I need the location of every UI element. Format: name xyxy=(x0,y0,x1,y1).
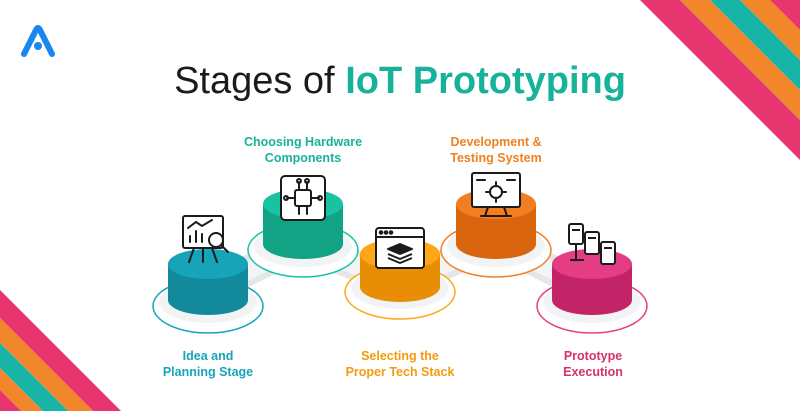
circuit-chip-icon xyxy=(280,175,326,221)
stage-label-5: Prototype Execution xyxy=(563,349,623,379)
presentation-chart-icon xyxy=(182,215,229,263)
title-lead: Stages of xyxy=(174,60,335,102)
page-title: Stages of IoT Prototyping xyxy=(0,60,800,103)
stage-label-3: Selecting the Proper Tech Stack xyxy=(345,349,455,379)
stage-cylinder-1 xyxy=(152,249,264,334)
monitor-gear-icon xyxy=(471,172,521,217)
browser-layers-icon xyxy=(375,227,425,269)
stage-cylinder-4 xyxy=(440,189,552,278)
stage-label-1: Idea and Planning Stage xyxy=(162,349,254,379)
stage-label-2: Choosing Hardware Components xyxy=(243,135,363,165)
server-racks-icon xyxy=(568,223,616,265)
stage-label-4: Development & Testing System xyxy=(450,135,542,165)
title-highlight: IoT Prototyping xyxy=(345,60,626,102)
brand-a-logo-icon xyxy=(21,25,55,57)
